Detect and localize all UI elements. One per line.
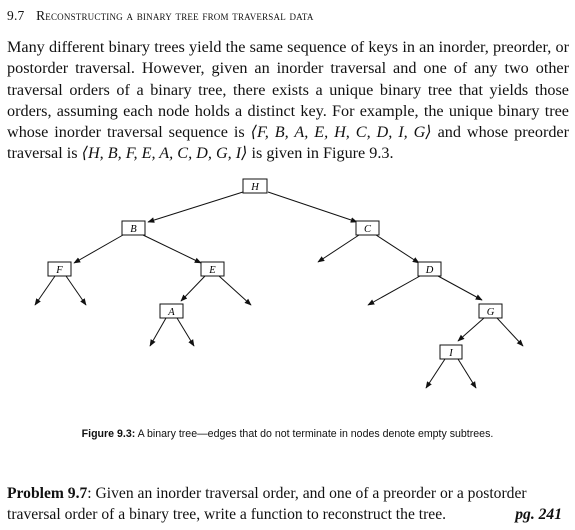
figure-9-3: H B C F E	[0, 170, 575, 420]
node-h: H	[242, 178, 268, 194]
section-header: 9.7 Reconstructing a binary tree from tr…	[7, 8, 567, 24]
node-a: A	[159, 303, 184, 319]
section-title: Reconstructing a binary tree from traver…	[36, 8, 314, 23]
edge-c-d	[375, 234, 420, 264]
edge-a-empty-right	[176, 317, 195, 347]
edge-e-empty	[218, 275, 252, 306]
problem-text: : Given an inorder traversal order, and …	[7, 485, 527, 523]
intro-text-2: and whose preorder traversal is	[7, 123, 570, 163]
node-g: G	[478, 303, 503, 319]
tree-edges	[34, 191, 524, 389]
tree-nodes: H B C F E	[47, 178, 503, 360]
node-d-label: D	[425, 265, 434, 276]
node-b: B	[121, 220, 146, 236]
edge-d-g	[437, 275, 483, 301]
problem-statement: Problem 9.7: Given an inorder traversal …	[7, 483, 569, 525]
edge-b-f	[73, 234, 124, 264]
node-f-label: F	[55, 265, 63, 276]
edge-b-e	[142, 234, 202, 264]
edge-e-a	[180, 275, 206, 302]
node-h-label: H	[250, 182, 260, 193]
preorder-sequence: ⟨H, B, F, E, A, C, D, G, I⟩	[81, 144, 248, 163]
node-a-label: A	[167, 307, 175, 318]
intro-text-1: Many different binary trees yield the sa…	[7, 38, 569, 142]
edge-g-empty	[496, 317, 524, 347]
page-reference: pg. 241	[515, 506, 562, 523]
node-e: E	[200, 261, 225, 277]
node-i: I	[439, 344, 463, 360]
edge-c-empty	[317, 234, 360, 263]
node-c: C	[355, 220, 380, 236]
intro-paragraph: Many different binary trees yield the sa…	[7, 37, 569, 165]
node-g-label: G	[487, 307, 495, 318]
binary-tree-diagram: H B C F E	[34, 178, 524, 389]
section-number: 9.7	[7, 8, 25, 23]
figure-caption-label: Figure 9.3:	[81, 428, 136, 440]
node-c-label: C	[364, 224, 372, 235]
node-i-label: I	[448, 348, 453, 359]
edge-f-empty-left	[34, 275, 56, 306]
intro-text-3: is given in Figure 9.3.	[247, 144, 394, 163]
edge-d-empty	[367, 275, 421, 306]
node-e-label: E	[208, 265, 216, 276]
node-b-label: B	[130, 224, 137, 235]
edge-h-b	[147, 191, 244, 223]
edge-i-empty-left	[425, 358, 446, 389]
edge-h-c	[267, 191, 358, 223]
problem-title: Problem 9.7	[7, 485, 88, 502]
figure-caption-text: A binary tree—edges that do not terminat…	[135, 428, 494, 440]
node-d: D	[417, 261, 442, 277]
edge-g-i	[457, 317, 485, 342]
inorder-sequence: ⟨F, B, A, E, H, C, D, I, G⟩	[250, 123, 432, 142]
node-f: F	[47, 261, 72, 277]
figure-caption: Figure 9.3: A binary tree—edges that do …	[0, 428, 575, 440]
edge-f-empty-right	[65, 275, 87, 306]
edge-i-empty-right	[457, 358, 477, 389]
edge-a-empty-left	[149, 317, 167, 347]
